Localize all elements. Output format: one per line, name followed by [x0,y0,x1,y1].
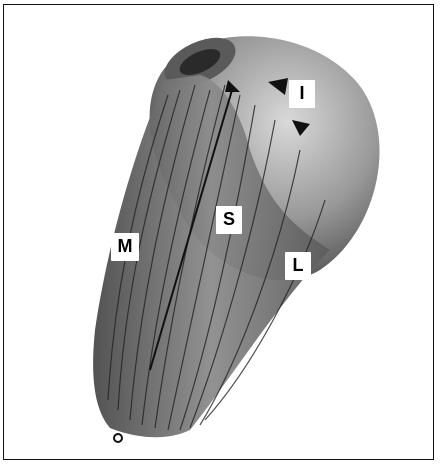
label-superior: S [216,206,242,234]
label-lateral: L [285,252,311,280]
label-inferior: I [289,80,315,108]
label-medial: M [111,233,139,261]
optic-nerve-dot [114,434,122,442]
